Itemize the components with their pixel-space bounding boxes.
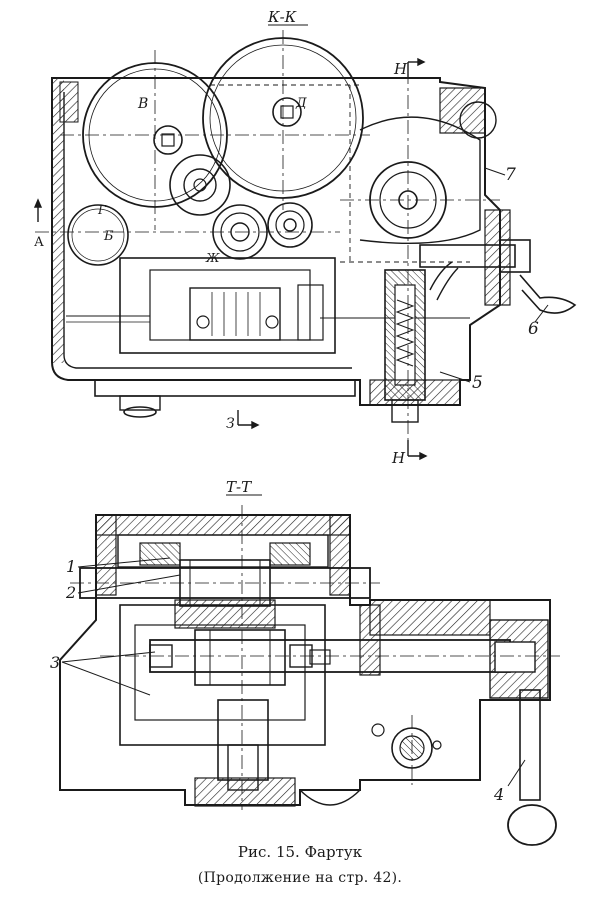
centerlines-tt [70,505,560,810]
figure-caption-title: Рис. 15. Фартук [237,843,363,861]
cut-h-bottom-label: Н [391,449,406,467]
base-foot [94,379,356,397]
cut-h-top-label: Н [393,60,408,78]
cut-a-label: А [34,235,44,250]
letter-g: Г [97,203,107,217]
section-tt-title: Т-Т [226,478,252,496]
letter-d: Д [295,96,307,111]
centerlines-kk [35,30,500,440]
letter-zh: Ж [205,251,220,265]
figure-caption-note: (Продолжение на стр. 42). [197,870,403,886]
handle-6 [519,274,577,314]
section-kk-title: К-К [267,8,297,26]
callout-1: 1 [66,557,76,576]
callout-6: 6 [528,319,539,339]
cut-z-label: З [226,416,235,432]
section-kk-view [51,37,577,423]
callout-7: 7 [505,165,516,185]
letter-v: В [137,96,148,112]
leader-lines [61,167,549,787]
handle-4-lever [519,689,541,801]
handle-4-knob [507,804,557,846]
gear-middle [169,154,231,216]
hidden-lines-kk [210,84,470,263]
gear-b [67,204,129,266]
callout-3: 3 [50,653,60,672]
callout-5: 5 [472,373,483,393]
callout-2: 2 [65,583,76,602]
housing-kk [51,77,501,406]
gear-zh-2 [267,202,313,248]
handle-shaft [419,244,516,268]
shaft-housing [119,257,336,354]
section-tt-view [59,514,557,846]
letter-b: Б [103,229,114,244]
cut-markers [33,57,428,461]
callout-4: 4 [493,785,504,804]
